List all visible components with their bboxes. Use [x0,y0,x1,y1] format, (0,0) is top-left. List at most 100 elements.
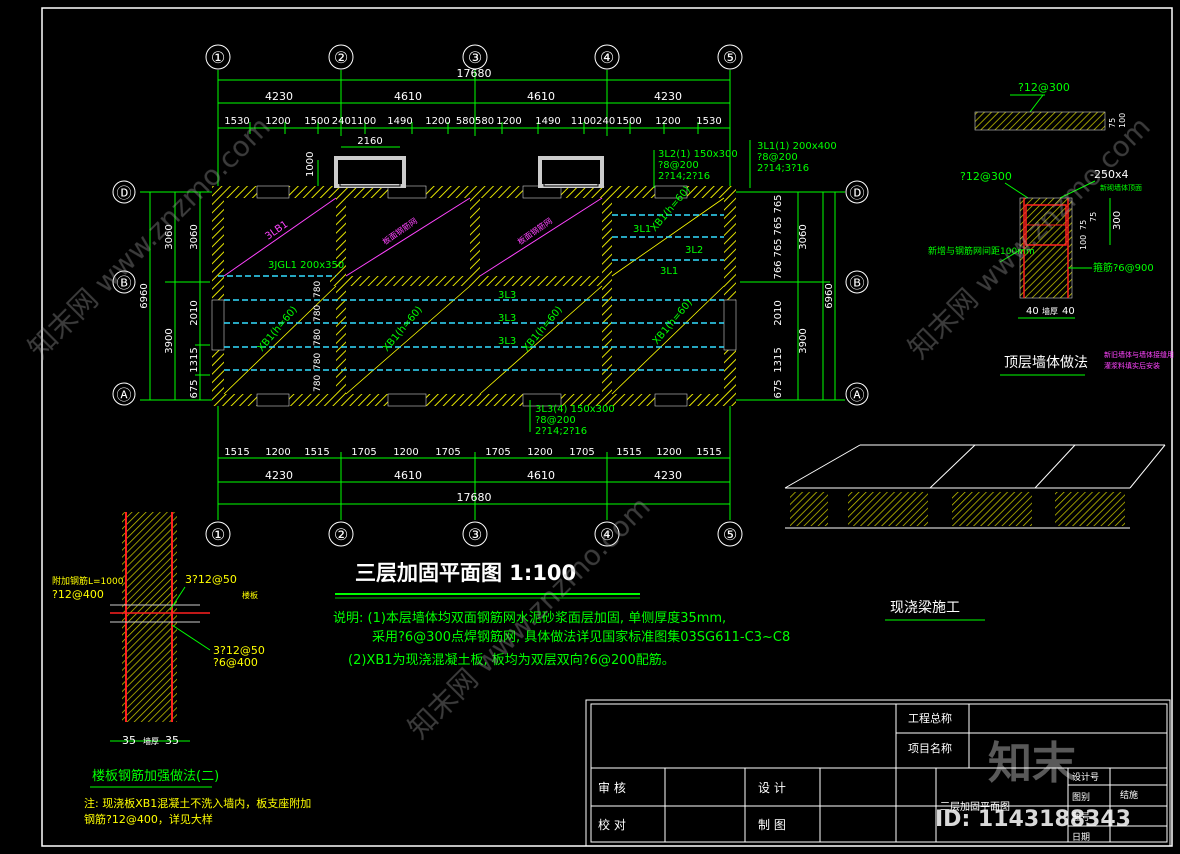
axis-bubbles-bottom: ① ② ③ ④ ⑤ [205,521,743,547]
bay-dim-4-top: 4230 [654,90,682,103]
svg-text:灌浆料填实后安装: 灌浆料填实后安装 [1104,361,1160,370]
svg-text:75: 75 [1079,220,1088,230]
svg-text:?8@200: ?8@200 [658,160,699,171]
svg-text:1200: 1200 [393,447,418,458]
svg-text:75: 75 [1089,212,1098,222]
svg-text:765: 765 [773,238,784,257]
svg-text:知末网 www.znzmo.com: 知末网 www.znzmo.com [22,110,277,365]
watermark-id: ID: 1143188343 [935,807,1131,832]
svg-text:1530: 1530 [696,116,721,127]
svg-text:墙厚: 墙厚 [143,736,159,746]
axis-label-4-top: ④ [600,48,614,67]
total-dim-bottom: 17680 [457,491,492,504]
svg-text:2?14;2?16: 2?14;2?16 [658,171,710,182]
svg-text:1200: 1200 [655,116,680,127]
svg-text:(2)XB1为现浇混凝土板, 板均为双层双向?6@200配筋: (2)XB1为现浇混凝土板, 板均为双层双向?6@200配筋。 [348,652,675,668]
svg-text:75: 75 [1108,118,1117,128]
svg-text:?8@200: ?8@200 [535,415,576,426]
svg-text:新砌墙体顶面: 新砌墙体顶面 [1100,183,1142,192]
svg-text:35: 35 [165,734,179,747]
svg-text:1490: 1490 [535,116,560,127]
bay-dim-3-bottom: 4610 [527,469,555,482]
stair-detail: 附加钢筋L=1000 ?12@400 3?12@50 楼板 3?12@50 ?6… [52,512,311,826]
svg-text:780: 780 [313,329,323,346]
svg-text:1515: 1515 [304,447,329,458]
cast-beam-title: 现浇梁施工 [890,600,960,616]
axis-label-3-bottom: ③ [468,525,482,544]
svg-text:XB1(h=60): XB1(h=60) [651,297,695,347]
svg-text:采用?6@300点焊钢筋网, 具体做法详见国家标准图集03S: 采用?6@300点焊钢筋网, 具体做法详见国家标准图集03SG611-C3~C8 [372,629,790,645]
axis-label-B-right: Ⓑ [849,274,864,292]
axis-label-A-left: Ⓐ [116,386,131,404]
svg-text:说明: (1)本层墙体均双面钢筋网水泥砂浆面层加固, 单侧厚: 说明: (1)本层墙体均双面钢筋网水泥砂浆面层加固, 单侧厚度35mm, [333,610,726,626]
svg-text:3L1: 3L1 [660,266,678,277]
axis-label-4-bottom: ④ [600,525,614,544]
svg-text:1315: 1315 [189,347,200,372]
svg-text:工程总称: 工程总称 [908,711,952,725]
bay-dim-1-bottom: 4230 [265,469,293,482]
svg-text:附加钢筋L=1000: 附加钢筋L=1000 [52,575,124,587]
watermark-logo: 知末 [988,738,1076,789]
svg-text:XB1(h=60): XB1(h=60) [256,304,300,354]
svg-text:3L3: 3L3 [498,313,516,324]
svg-text:?12@300: ?12@300 [1018,81,1070,94]
axis-bubbles-top: ① ② ③ ④ ⑤ [205,44,743,70]
axis-label-3-top: ③ [468,48,482,67]
svg-text:?12@300: ?12@300 [960,170,1012,183]
svg-text:780: 780 [313,305,323,322]
svg-text:?12@400: ?12@400 [52,588,104,601]
roof-wall-title: 顶层墙体做法 [1004,355,1088,371]
svg-text:1200: 1200 [527,447,552,458]
svg-text:1490: 1490 [387,116,412,127]
svg-text:审 核: 审 核 [598,780,626,795]
dim-2160: 2160 [357,136,382,147]
svg-text:1200: 1200 [265,116,290,127]
axis-label-2-bottom: ② [334,525,348,544]
svg-text:1500: 1500 [616,116,641,127]
svg-text:3L3: 3L3 [498,336,516,347]
svg-text:3L2: 3L2 [685,245,703,256]
svg-text:6960: 6960 [139,283,150,308]
svg-text:780: 780 [313,353,323,370]
label-3jgl1: 3JGL1 200x350 [268,260,344,271]
svg-text:3900: 3900 [798,328,809,353]
svg-text:780: 780 [313,375,323,392]
svg-text:2?14;3?16: 2?14;3?16 [757,163,809,174]
axis-label-D-right: Ⓓ [849,184,864,202]
svg-text:图号: 图号 [1072,812,1090,823]
dims-780: 780 780 780 780 780 [313,281,323,392]
svg-text:3L2(1) 150x300: 3L2(1) 150x300 [658,149,738,160]
roof-wall-detail: ?12@300 75 100 ?12@300 -250x4 新砌墙体顶面 75 … [928,81,1174,376]
detail-dims-top: 1530 1200 1500 2401100 1490 1200 580580 … [224,116,721,127]
svg-text:2?14;2?16: 2?14;2?16 [535,426,587,437]
svg-text:新旧墙体与墙体接缝用: 新旧墙体与墙体接缝用 [1104,350,1174,359]
svg-text:3060: 3060 [164,224,175,249]
svg-text:设 计: 设 计 [758,781,786,795]
svg-text:300: 300 [1112,211,1123,230]
svg-text:1500: 1500 [304,116,329,127]
axis-label-A-right: Ⓐ [849,386,864,404]
dim-1000: 1000 [305,152,316,177]
svg-text:图别: 图别 [1072,792,1090,803]
svg-text:知末网 www.znzmo.com: 知末网 www.znzmo.com [902,110,1157,365]
svg-text:日期: 日期 [1072,832,1090,843]
svg-text:1515: 1515 [224,447,249,458]
svg-text:765: 765 [773,216,784,235]
svg-text:-250x4: -250x4 [1090,168,1128,181]
svg-text:校 对: 校 对 [598,817,626,832]
cast-beam-detail: 现浇梁施工 [784,444,1166,621]
svg-text:580580: 580580 [456,116,494,127]
svg-text:675: 675 [773,379,784,398]
svg-text:3900: 3900 [164,328,175,353]
svg-text:765: 765 [773,194,784,213]
svg-text:3060: 3060 [798,224,809,249]
stair-detail-title: 楼板钢筋加强做法(二) [92,768,219,784]
svg-text:项目名称: 项目名称 [908,741,952,755]
svg-text:新增与钢筋网间距100mm: 新增与钢筋网间距100mm [928,245,1035,257]
svg-text:3L3(4) 150x300: 3L3(4) 150x300 [535,404,615,415]
svg-text:3?12@50: 3?12@50 [185,573,237,586]
beam-callout-3l2: 3L2(1) 150x300 ?8@200 2?14;2?16 [653,149,738,188]
svg-text:3060: 3060 [189,224,200,249]
svg-text:1705: 1705 [435,447,460,458]
